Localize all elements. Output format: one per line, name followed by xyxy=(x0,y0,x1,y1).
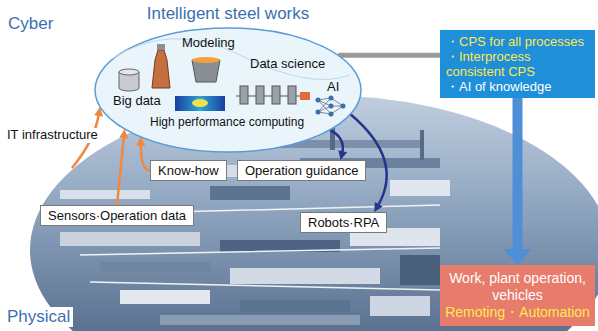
node-text: ・CPS for all processes xyxy=(446,34,589,49)
region-label: Cyber xyxy=(8,14,53,34)
component-label: Data science xyxy=(250,57,325,72)
arrow-label: IT infrastructure xyxy=(4,128,101,143)
connector-line xyxy=(330,130,343,154)
component-label: Modeling xyxy=(182,36,235,51)
region-title: Intelligent steel works xyxy=(94,4,362,24)
connector-arrow xyxy=(338,55,440,56)
connector-arrow xyxy=(136,137,150,171)
process-box: Robots·RPA xyxy=(300,212,387,233)
node-text: Operation guidance xyxy=(245,163,358,178)
node-text: Sensors·Operation data xyxy=(48,208,186,223)
connector-arrow xyxy=(330,130,347,160)
node-text: ・AI of knowledge xyxy=(446,79,589,94)
arrowhead xyxy=(504,249,532,265)
process-box: Know-how xyxy=(150,160,227,181)
arrowhead xyxy=(338,150,347,160)
node-text: Remoting・Automation xyxy=(445,304,590,321)
node-text: Work, plant operation, vehicles xyxy=(445,270,590,304)
process-box: Operation guidance xyxy=(237,160,366,181)
connector-arrow xyxy=(117,129,128,205)
feature-box: ・CPS for all processes・Interprocess cons… xyxy=(440,30,595,98)
node-text: ・Interprocess consistent CPS xyxy=(446,49,589,79)
connector-line xyxy=(117,135,124,205)
cyber-ellipse-shape xyxy=(94,4,362,154)
connector-line xyxy=(513,98,523,254)
cyber-region: Intelligent steel works xyxy=(94,4,362,154)
node-text: Know-how xyxy=(158,163,219,178)
region-label: Physical xyxy=(4,307,73,327)
process-box: Sensors·Operation data xyxy=(40,205,194,226)
result-box: Work, plant operation, vehiclesRemoting・… xyxy=(440,265,595,326)
factory-scene xyxy=(0,90,598,331)
component-label: Big data xyxy=(113,94,161,109)
component-label: High performance computing xyxy=(150,116,304,130)
connector-line xyxy=(141,143,150,170)
node-text: Robots·RPA xyxy=(308,215,379,230)
connector-line xyxy=(338,53,440,58)
connector-arrow xyxy=(504,98,532,265)
component-label: AI xyxy=(327,80,339,95)
arrowhead xyxy=(374,202,382,212)
